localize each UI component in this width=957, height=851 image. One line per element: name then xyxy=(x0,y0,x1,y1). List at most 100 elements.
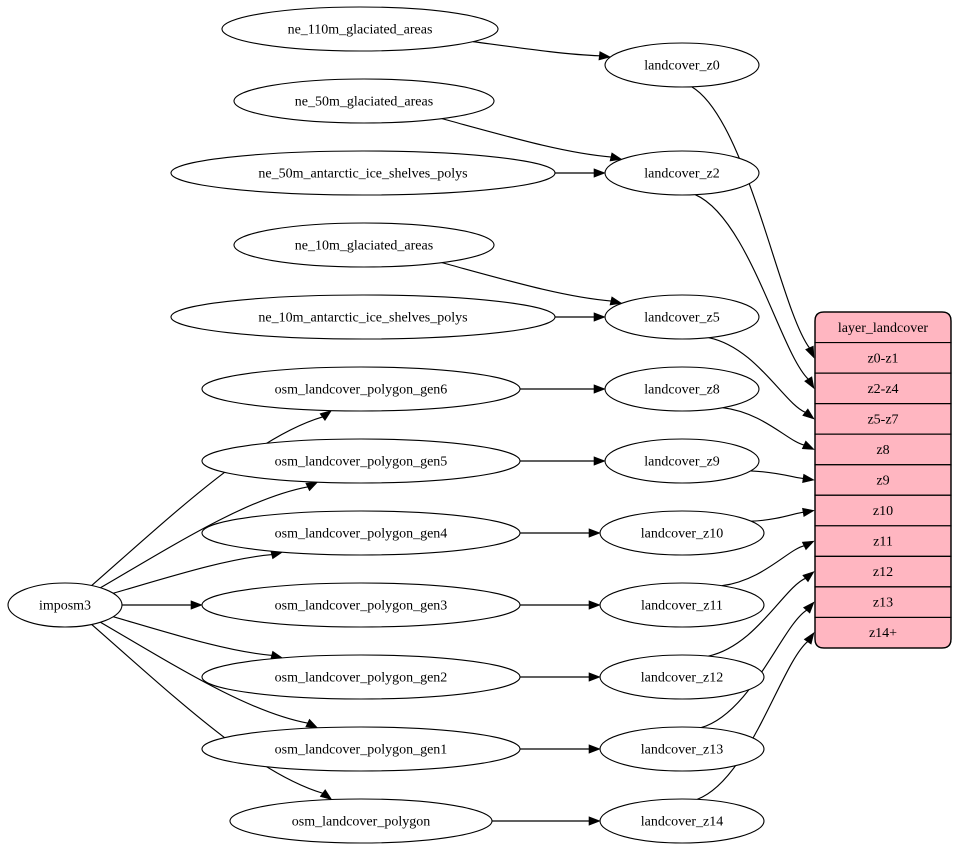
node-landcover_z2-shape xyxy=(604,150,760,196)
edge-ne_50m_glaciated_areas-to-landcover_z2 xyxy=(441,118,623,162)
edge-arrowhead xyxy=(802,601,815,614)
edge-arrowhead xyxy=(802,473,815,483)
node-ne_110m_glaciated_areas-shape xyxy=(221,6,499,52)
edge-osm_landcover_polygon-to-landcover_z14 xyxy=(492,816,601,826)
edge-line xyxy=(708,577,807,657)
record-node-outline xyxy=(814,311,952,649)
edge-arrowhead xyxy=(804,376,815,390)
edge-line xyxy=(91,624,324,794)
node-landcover_z2-label: landcover_z2 xyxy=(644,167,719,182)
node-ne_10m_antarctic_ice_shelves_polys-label: ne_10m_antarctic_ice_shelves_polys xyxy=(258,311,467,326)
edge-line xyxy=(441,118,612,158)
node-landcover_z9-label: landcover_z9 xyxy=(644,455,719,470)
edge-osm_landcover_polygon_gen5-to-landcover_z9 xyxy=(520,456,606,466)
edge-arrowhead xyxy=(588,744,601,754)
record-row-z0-z1-label: z0-z1 xyxy=(867,351,898,366)
node-osm_landcover_polygon_gen4[interactable]: osm_landcover_polygon_gen4 xyxy=(201,510,521,556)
edge-arrowhead xyxy=(801,540,815,551)
edge-arrowhead xyxy=(319,789,333,801)
node-ne_50m_antarctic_ice_shelves_polys[interactable]: ne_50m_antarctic_ice_shelves_polys xyxy=(170,150,556,196)
edge-imposm3-to-osm_landcover_polygon_gen5 xyxy=(100,481,319,589)
record-header-layer_landcover-label: layer_landcover xyxy=(838,321,929,336)
edge-landcover_z14-to-z14+ xyxy=(696,632,815,800)
edge-line xyxy=(708,337,806,414)
node-osm_landcover_polygon-shape xyxy=(229,798,493,844)
node-ne_10m_glaciated_areas[interactable]: ne_10m_glaciated_areas xyxy=(233,222,495,268)
node-landcover_z8-label: landcover_z8 xyxy=(644,383,719,398)
edge-arrowhead xyxy=(801,440,815,450)
record-node-layer: layer_landcoverz0-z1z2-z4z5-z7z8z9z10z11… xyxy=(814,311,952,649)
edge-osm_landcover_polygon_gen4-to-landcover_z10 xyxy=(520,528,601,538)
node-landcover_z0-label: landcover_z0 xyxy=(644,59,719,74)
node-osm_landcover_polygon_gen3-label: osm_landcover_polygon_gen3 xyxy=(275,599,448,614)
node-ne_10m_antarctic_ice_shelves_polys-shape xyxy=(170,294,556,340)
node-landcover_z8[interactable]: landcover_z8 xyxy=(604,366,760,412)
node-osm_landcover_polygon_gen5[interactable]: osm_landcover_polygon_gen5 xyxy=(201,438,521,484)
edge-arrowhead xyxy=(588,816,601,826)
node-landcover_z5[interactable]: landcover_z5 xyxy=(604,294,760,340)
edge-line xyxy=(696,640,809,800)
edge-line xyxy=(91,416,324,586)
record-row-z14+-label: z14+ xyxy=(869,626,897,641)
edge-arrowhead xyxy=(588,672,601,682)
node-landcover_z14[interactable]: landcover_z14 xyxy=(599,798,765,844)
node-ne_50m_glaciated_areas-shape xyxy=(233,78,495,124)
node-landcover_z2[interactable]: landcover_z2 xyxy=(604,150,760,196)
node-imposm3[interactable]: imposm3 xyxy=(7,582,123,628)
edge-ne_10m_antarctic_ice_shelves_polys-to-landcover_z5 xyxy=(555,312,606,322)
record-row-z9-label: z9 xyxy=(876,474,889,489)
node-ne_10m_glaciated_areas-label: ne_10m_glaciated_areas xyxy=(295,239,433,254)
node-osm_landcover_polygon_gen6[interactable]: osm_landcover_polygon_gen6 xyxy=(201,366,521,412)
edge-arrowhead xyxy=(609,152,623,162)
edge-arrowhead xyxy=(319,410,333,422)
edge-arrowhead xyxy=(803,632,815,645)
node-landcover_z13[interactable]: landcover_z13 xyxy=(599,726,765,772)
node-osm_landcover_polygon_gen2-label: osm_landcover_polygon_gen2 xyxy=(275,671,448,686)
node-osm_landcover_polygon_gen2-shape xyxy=(201,654,521,700)
edge-imposm3-to-osm_landcover_polygon_gen2 xyxy=(113,616,284,660)
edge-ne_10m_glaciated_areas-to-landcover_z5 xyxy=(441,262,623,306)
edge-arrowhead xyxy=(593,168,606,178)
edge-line xyxy=(113,554,273,594)
node-landcover_z9-shape xyxy=(604,438,760,484)
edge-arrowhead xyxy=(802,571,815,583)
record-row-z2-z4-label: z2-z4 xyxy=(867,382,898,397)
node-osm_landcover_polygon_gen3[interactable]: osm_landcover_polygon_gen3 xyxy=(201,582,521,628)
node-osm_landcover_polygon[interactable]: osm_landcover_polygon xyxy=(229,798,493,844)
edge-ne_110m_glaciated_areas-to-landcover_z0 xyxy=(472,41,612,61)
node-osm_landcover_polygon_gen2[interactable]: osm_landcover_polygon_gen2 xyxy=(201,654,521,700)
edge-imposm3-to-osm_landcover_polygon_gen4 xyxy=(113,550,284,594)
node-ne_110m_glaciated_areas[interactable]: ne_110m_glaciated_areas xyxy=(221,6,499,52)
edge-line xyxy=(701,609,808,729)
edge-imposm3-to-osm_landcover_polygon xyxy=(91,624,333,801)
edge-imposm3-to-osm_landcover_polygon_gen6 xyxy=(91,410,333,586)
node-osm_landcover_polygon_gen4-label: osm_landcover_polygon_gen4 xyxy=(275,527,448,542)
node-osm_landcover_polygon_gen6-label: osm_landcover_polygon_gen6 xyxy=(275,383,448,398)
node-osm_landcover_polygon_gen1[interactable]: osm_landcover_polygon_gen1 xyxy=(201,726,521,772)
edge-landcover_z10-to-z10 xyxy=(751,507,815,522)
node-landcover_z8-shape xyxy=(604,366,760,412)
node-landcover_z14-label: landcover_z14 xyxy=(641,815,723,830)
edge-line xyxy=(695,194,809,380)
node-landcover_z12[interactable]: landcover_z12 xyxy=(599,654,765,700)
edge-arrowhead xyxy=(593,384,606,394)
nodes-layer: imposm3 ne_110m_glaciated_areas ne_50m_gla… xyxy=(7,6,765,844)
edge-arrowhead xyxy=(588,600,601,610)
edge-osm_landcover_polygon_gen2-to-landcover_z12 xyxy=(520,672,601,682)
record-row-z13-label: z13 xyxy=(873,596,893,611)
node-landcover_z10[interactable]: landcover_z10 xyxy=(599,510,765,556)
edge-line xyxy=(100,486,309,589)
edge-arrowhead xyxy=(593,456,606,466)
edge-line xyxy=(722,407,805,446)
node-ne_10m_antarctic_ice_shelves_polys[interactable]: ne_10m_antarctic_ice_shelves_polys xyxy=(170,294,556,340)
node-landcover_z9[interactable]: landcover_z9 xyxy=(604,438,760,484)
node-landcover_z0[interactable]: landcover_z0 xyxy=(604,42,760,88)
node-imposm3-shape xyxy=(7,582,123,628)
edge-imposm3-to-osm_landcover_polygon_gen1 xyxy=(100,621,319,729)
node-ne_50m_glaciated_areas-label: ne_50m_glaciated_areas xyxy=(295,95,433,110)
node-landcover_z11[interactable]: landcover_z11 xyxy=(599,582,765,628)
node-ne_50m_glaciated_areas[interactable]: ne_50m_glaciated_areas xyxy=(233,78,495,124)
node-osm_landcover_polygon_gen6-shape xyxy=(201,366,521,412)
